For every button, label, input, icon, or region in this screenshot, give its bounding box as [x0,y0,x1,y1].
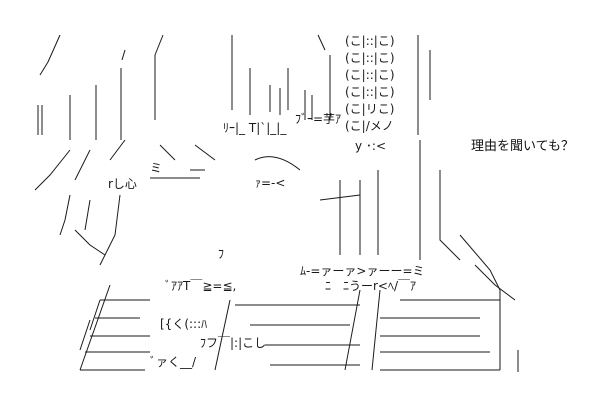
speech-bubble-lines: (こ|::|こ) (こ|::|こ) (こ|::|こ) (こ|::|こ) (こ|リ… [345,34,395,133]
bubble-line: (こ|::|こ) [345,34,395,48]
finger: ﾌフ￣|:|こし [200,336,266,350]
bubble-line: (こ|::|こ) [345,51,395,65]
paren-mark: ミ [150,161,162,175]
bubble-line: (こ|リこ) [345,102,394,116]
hair-strands [37,34,431,140]
chest-line-1: ﾞｱｱT￣≧=≦, [165,279,236,293]
hand: [{く(:::ﾊ [160,317,207,331]
bubble-line: (こ|/メノ [345,119,394,133]
h-mark: ﾌ [218,247,224,261]
caption-text: 理由を聞いても？ [471,139,574,154]
bubble-line: (こ|::|こ) [345,68,395,82]
brow-right: ﾌﾞｰ=芋ｱ [295,112,341,126]
body: ﾞｱｱT￣≧=≦, ﾆ ﾆうーr<ﾍ/￣ｱ [{く(:::ﾊ ﾌフ￣|:|こし … [79,279,519,372]
hair-sides [34,139,516,301]
chest-line-2: ﾆ ﾆうーr<ﾍ/￣ｱ [325,279,416,293]
face: ﾘｰ|_ T|`|_|_ ﾌﾞｰ=芋ｱ y ･:< ｧ=-< rし心 ミ ﾌ ﾑ… [108,112,425,278]
brow-left: ﾘｰ|_ T|`|_|_ [223,121,287,135]
cuff: ﾞァく__/ [150,355,197,369]
mouth: ﾑ-=ァーァ>ァーー=ミ [300,264,425,278]
rl-mark: rし心 [108,177,137,191]
eye-right: y ･:< [355,139,386,153]
bubble-line: (こ|::|こ) [345,85,395,99]
cheek: ｧ=-< [255,176,285,190]
